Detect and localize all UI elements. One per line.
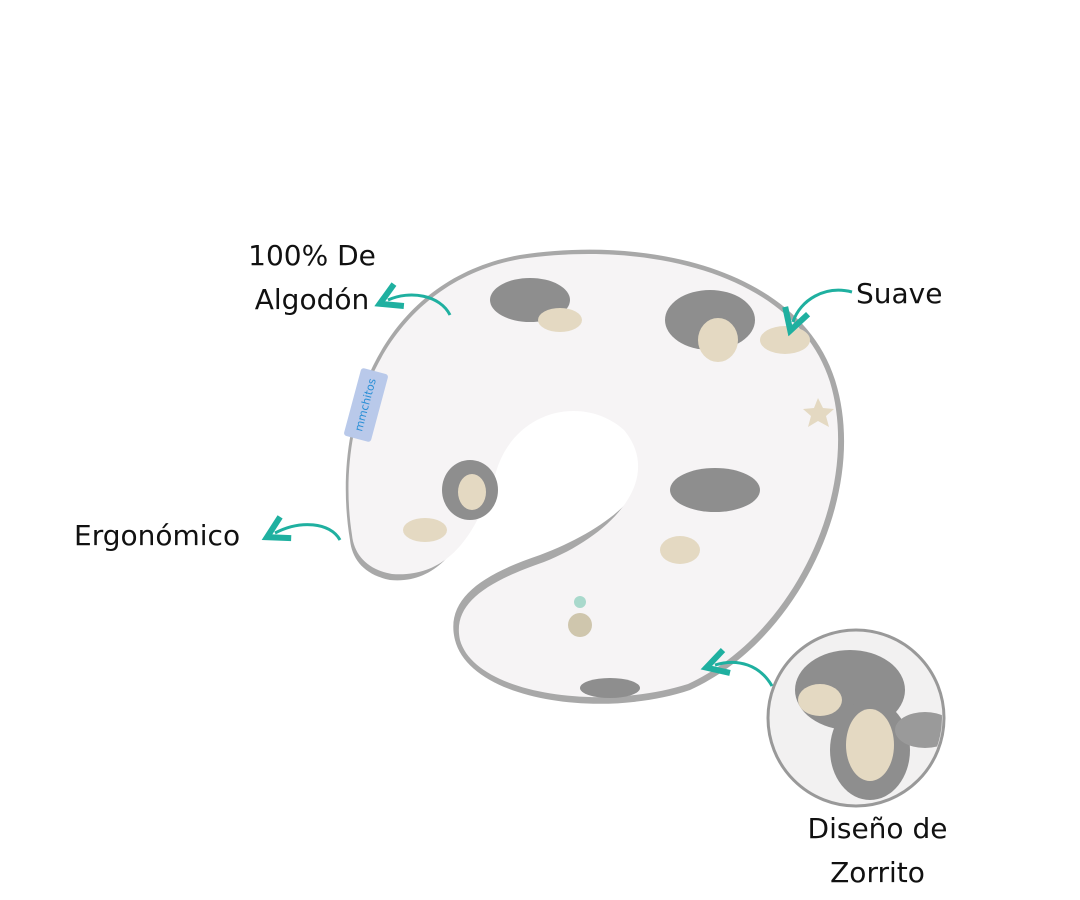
brand-tag: mmchitos — [344, 368, 388, 442]
neck-pillow: mmchitos — [344, 249, 845, 704]
arrow-design — [715, 662, 774, 687]
fox-pattern — [403, 278, 834, 698]
label-cotton-line2: Algodón — [254, 283, 370, 316]
label-design: Diseño de Zorrito — [790, 807, 965, 895]
label-ergonomic: Ergonómico — [74, 519, 241, 552]
label-cotton: 100% De Algodón — [232, 234, 392, 322]
label-design-line2: Zorrito — [830, 856, 925, 889]
label-design-line1: Diseño de — [807, 812, 948, 845]
fox-detail-zoom — [766, 628, 946, 808]
arrow-ergonomic — [275, 525, 342, 540]
arrow-soft — [793, 288, 853, 322]
annotation-arrows — [275, 288, 853, 687]
label-cotton-line1: 100% De — [248, 239, 376, 272]
label-soft: Suave — [856, 277, 943, 310]
arrow-cotton — [388, 295, 452, 316]
